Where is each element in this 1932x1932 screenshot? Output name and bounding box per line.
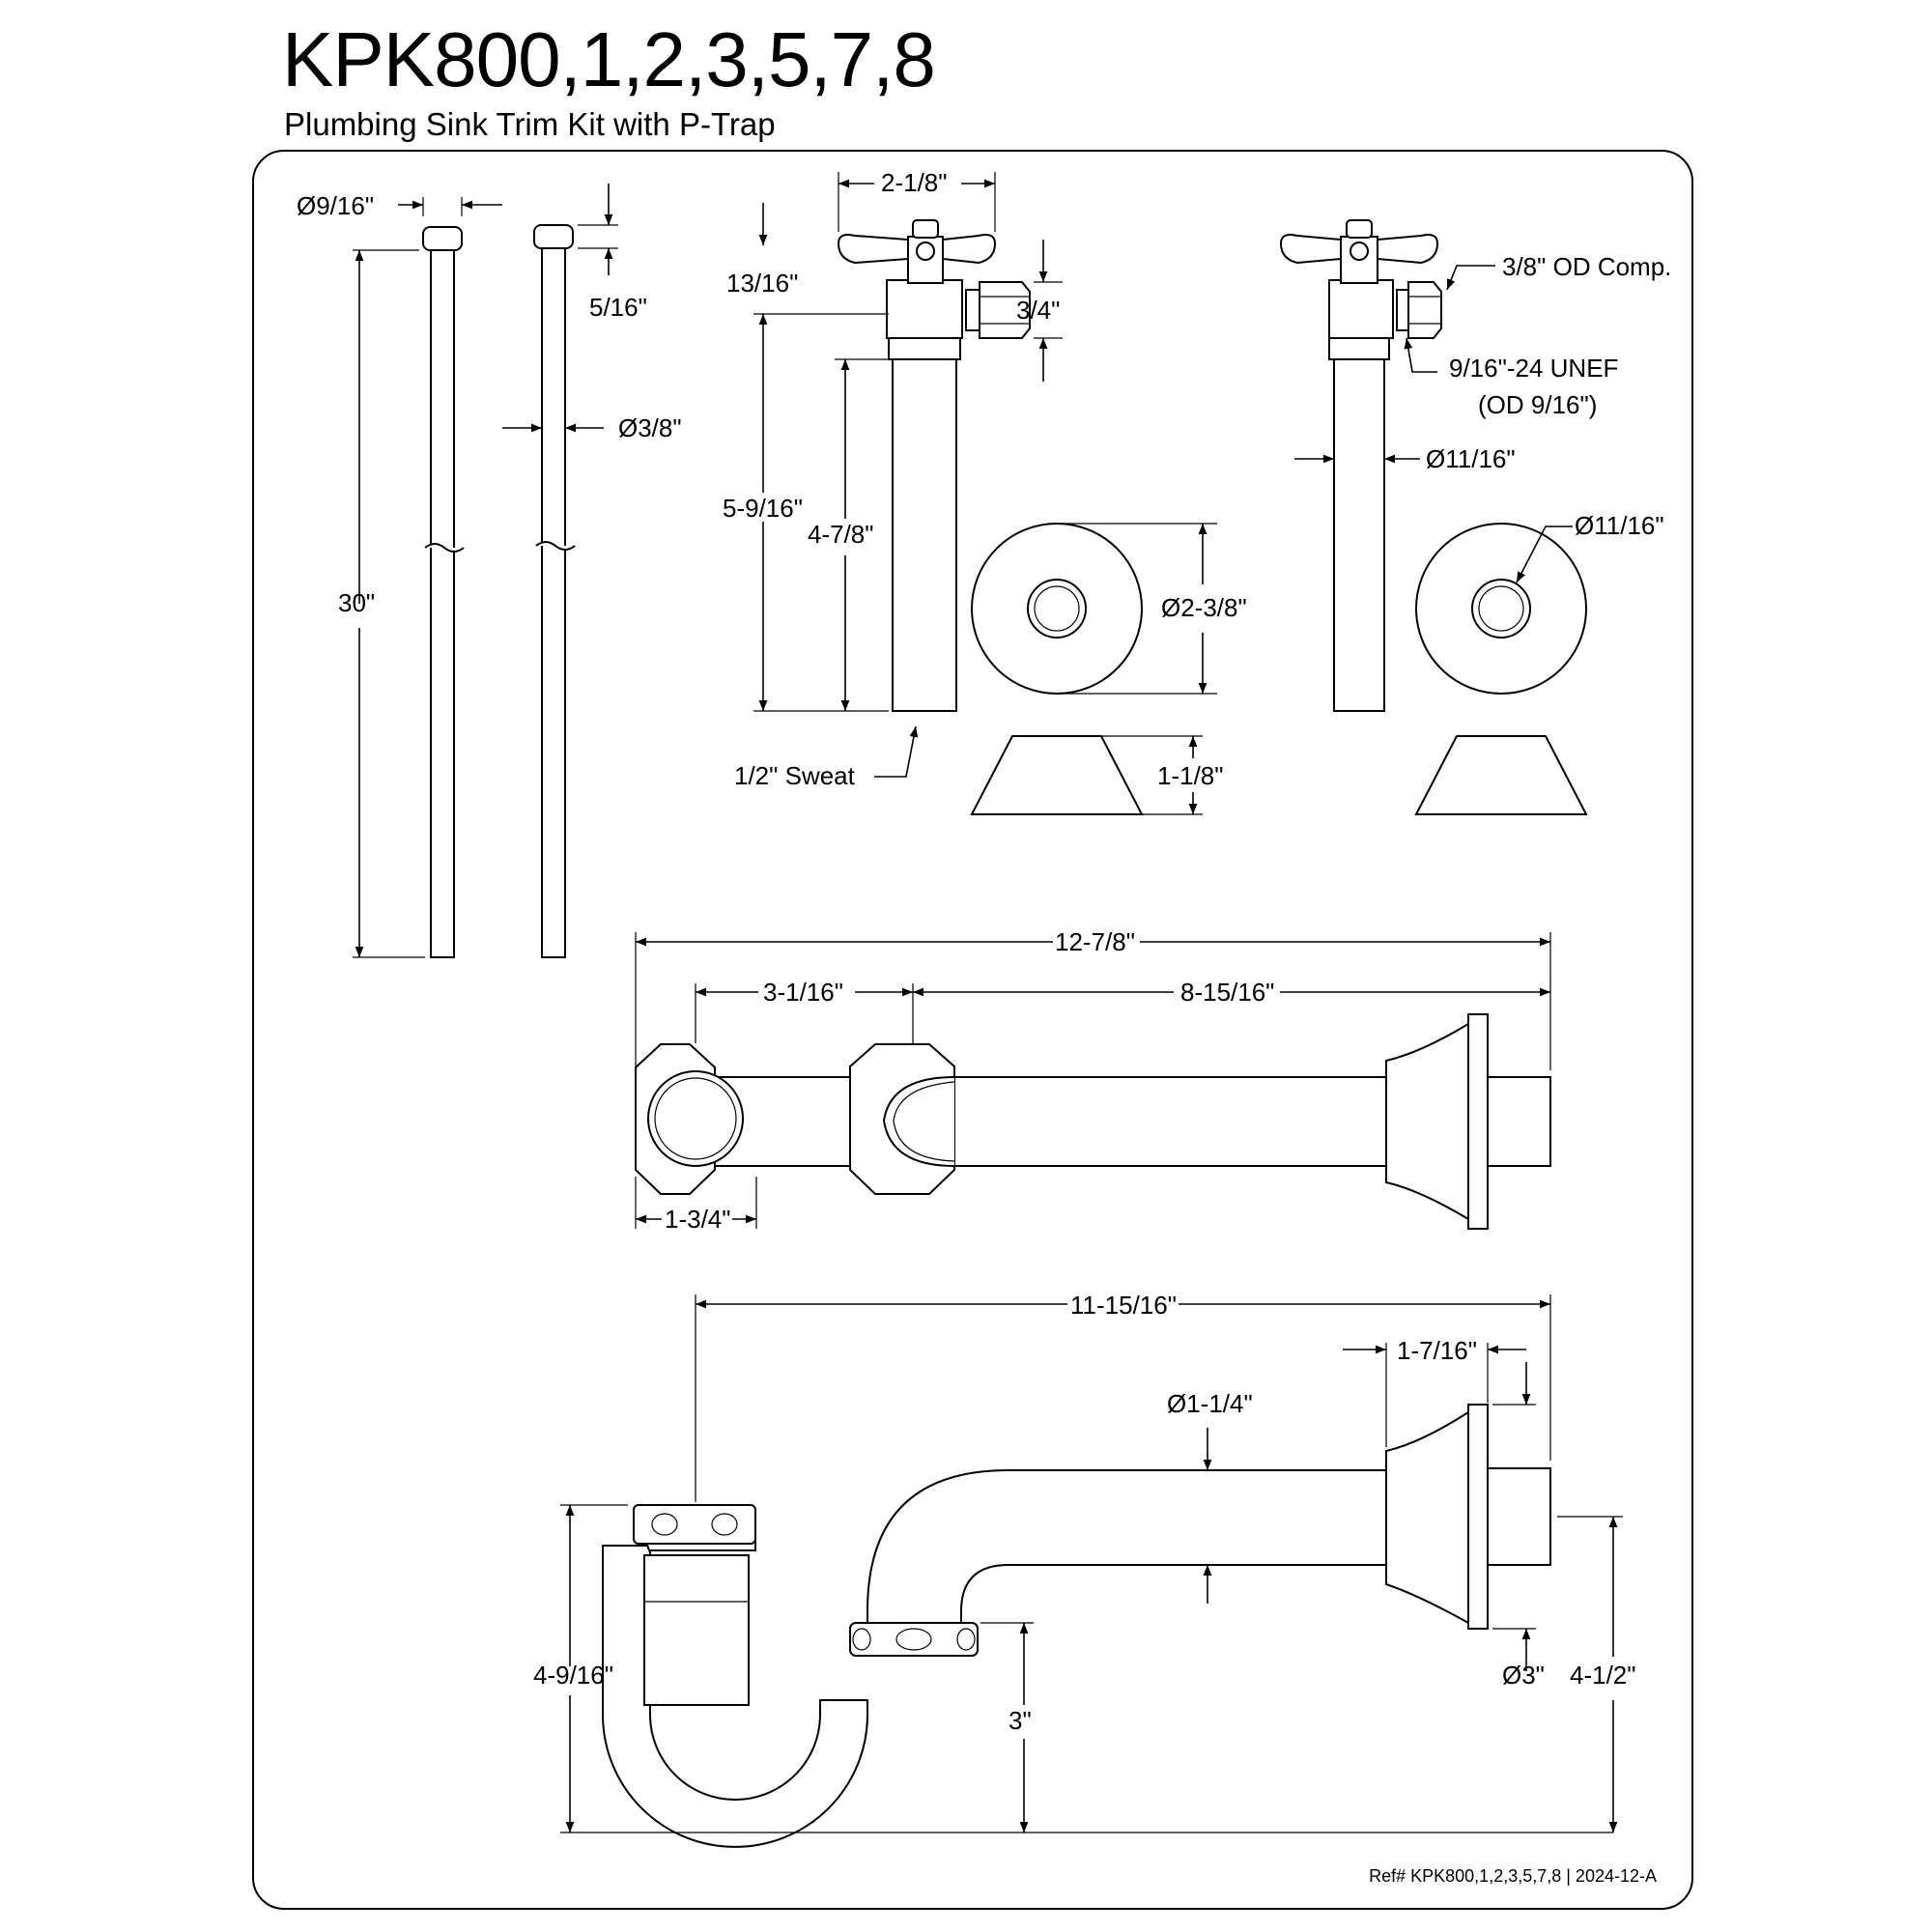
dim-flange-diameter: Ø2-3/8" xyxy=(1161,593,1247,622)
flange-dimensions xyxy=(1057,523,1573,815)
label-thread-od: (OD 9/16") xyxy=(1478,390,1597,419)
dim-ptrap-flange-dia: Ø3" xyxy=(1502,1661,1545,1690)
p-trap-assembly xyxy=(602,1404,1551,1848)
supply-dimensions xyxy=(353,184,618,958)
dim-ptrap-inlet-height: 4-9/16" xyxy=(533,1661,613,1690)
dim-nut-size: 1-3/4" xyxy=(665,1205,731,1234)
dim-valve-total-height: 5-9/16" xyxy=(723,494,803,523)
p-trap-dimensions xyxy=(560,1294,1623,1833)
supply-line-left xyxy=(422,226,465,958)
page-title: KPK800,1,2,3,5,7,8 xyxy=(282,16,936,102)
wall-tube-dimensions xyxy=(635,932,1551,1229)
angle-valve-threaded xyxy=(1279,219,1442,712)
dim-threaded-tube-dia: Ø11/16" xyxy=(1426,444,1516,473)
angle-valve-sweat xyxy=(837,219,1031,712)
dim-nut-spacing: 3-1/16" xyxy=(763,978,843,1007)
dim-tube-length: 8-15/16" xyxy=(1180,978,1274,1007)
dim-ptrap-bend-height: 3" xyxy=(1009,1706,1032,1735)
dim-flange-hole: Ø11/16" xyxy=(1575,511,1664,540)
drawing-frame xyxy=(252,150,1693,1910)
dim-valve-handle-offset: 13/16" xyxy=(726,269,798,298)
label-sweat-connection: 1/2" Sweat xyxy=(734,761,856,790)
dim-supply-tube-dia: Ø3/8" xyxy=(618,413,682,442)
label-thread-spec: 9/16"-24 UNEF xyxy=(1449,354,1618,383)
dim-supply-length: 30" xyxy=(338,588,375,617)
dim-wall-tube-overall: 12-7/8" xyxy=(1055,927,1135,956)
dim-supply-top-dia: Ø9/16" xyxy=(297,191,374,220)
dim-ptrap-pipe-dia: Ø1-1/4" xyxy=(1167,1389,1253,1418)
sweat-valve-dimensions xyxy=(753,172,1063,778)
dim-supply-cap-height: 5/16" xyxy=(589,293,647,322)
supply-line-right xyxy=(533,224,576,958)
reference-number: Ref# KPK800,1,2,3,5,7,8 | 2024-12-A xyxy=(1369,1866,1657,1886)
dim-ptrap-overall: 11-15/16" xyxy=(1070,1291,1177,1320)
dim-valve-tube-height: 4-7/8" xyxy=(808,520,874,549)
wall-tube-assembly xyxy=(635,1013,1551,1230)
dim-valve-body-height: 3/4" xyxy=(1016,296,1060,325)
label-od-compression: 3/8" OD Comp. xyxy=(1502,252,1671,281)
flange-left xyxy=(970,523,1144,815)
flange-right xyxy=(1414,523,1588,815)
page-subtitle: Plumbing Sink Trim Kit with P-Trap xyxy=(284,106,776,142)
dim-ptrap-flange-depth: 1-7/16" xyxy=(1397,1336,1477,1365)
dim-ptrap-outlet-height: 4-1/2" xyxy=(1570,1661,1636,1690)
threaded-valve-dimensions xyxy=(1294,265,1495,464)
dim-valve-width: 2-1/8" xyxy=(881,168,948,197)
dim-flange-height: 1-1/8" xyxy=(1157,761,1224,790)
